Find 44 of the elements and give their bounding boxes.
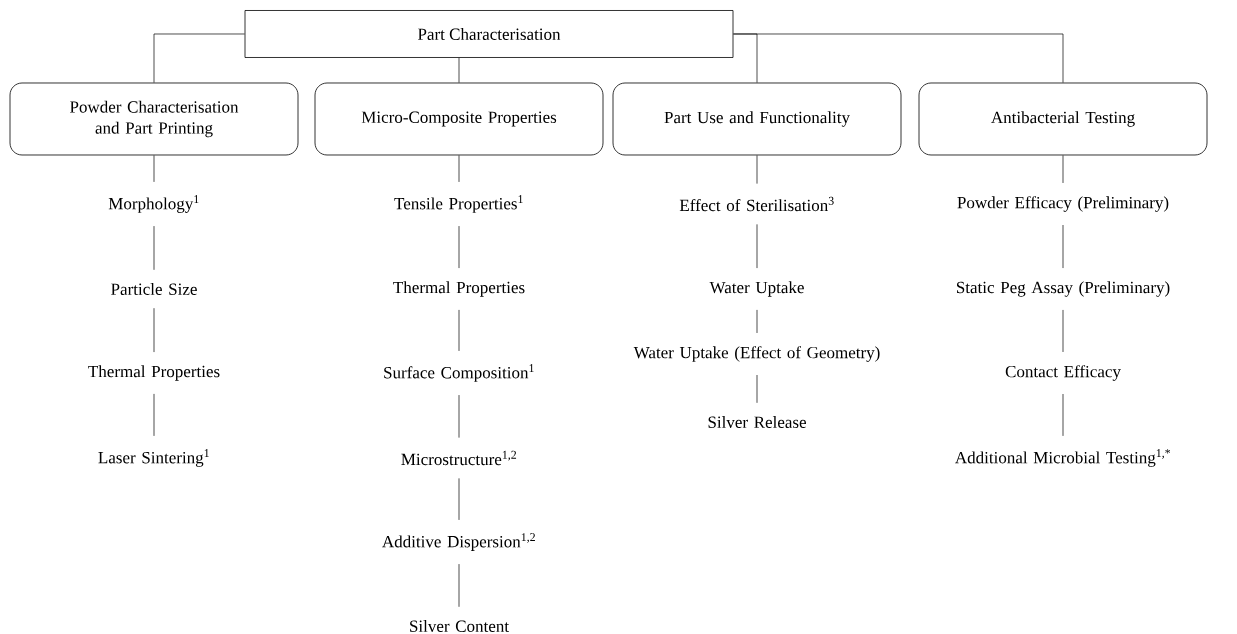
- connector-line: [458, 309, 460, 352]
- category-box: Powder Characterisation and Part Printing: [9, 82, 299, 156]
- connector-line: [1062, 155, 1064, 184]
- connector-line: [458, 225, 460, 269]
- item-label: Tensile Properties$^{1}$: [394, 195, 523, 213]
- connector-line: [153, 155, 155, 183]
- item-label: Additive Dispersion$^{1,2}$: [382, 533, 535, 551]
- item-label: Silver Content: [410, 620, 509, 632]
- connector-line: [153, 307, 155, 353]
- item-label: Static Peg Assay (Preliminary): [956, 281, 1170, 297]
- item-label: Particle Size: [111, 283, 197, 295]
- connector-line: [153, 393, 155, 437]
- item-label: Laser Sintering$^{1}$: [98, 449, 209, 467]
- item-label: Water Uptake: [709, 281, 804, 297]
- connector-line: [153, 225, 155, 271]
- connector-line: [458, 394, 460, 438]
- item-label: Morphology$^{1}$: [108, 195, 199, 213]
- item-label: Microstructure$^{1,2}$: [401, 450, 517, 466]
- connector-line: [1062, 393, 1064, 437]
- connector-line: [1062, 309, 1064, 353]
- connector-line: [458, 563, 460, 608]
- item-label: Contact Efficacy: [1005, 365, 1121, 381]
- connector-line: [756, 155, 758, 184]
- connector-line: [458, 155, 460, 183]
- item-label: Surface Composition$^{1}$: [384, 364, 534, 382]
- item-label: Powder Efficacy (Preliminary): [957, 196, 1169, 212]
- connector-line: [756, 374, 758, 404]
- category-box: Part Use and Functionality: [612, 82, 902, 156]
- category-box: Micro-Composite Properties: [314, 82, 604, 156]
- root-box: Part Characterisation: [244, 10, 734, 58]
- item-label: Thermal Properties: [88, 365, 220, 381]
- item-label: Thermal Properties: [393, 281, 525, 297]
- item-label: Silver Release: [708, 416, 806, 428]
- connector-line: [733, 33, 1064, 83]
- connector-line: [756, 224, 758, 269]
- connector-line: [1062, 224, 1064, 269]
- category-box: Antibacterial Testing: [918, 82, 1208, 156]
- connector-line: [458, 57, 460, 83]
- item-label: Effect of Sterilisation$^{3}$: [679, 196, 834, 212]
- connector-line: [756, 309, 758, 334]
- item-label: Water Uptake (Effect of Geometry): [633, 346, 880, 362]
- item-label: Additional Microbial Testing$^{1,*}$: [955, 449, 1171, 467]
- connector-line: [458, 478, 460, 521]
- connector-line: [153, 33, 245, 83]
